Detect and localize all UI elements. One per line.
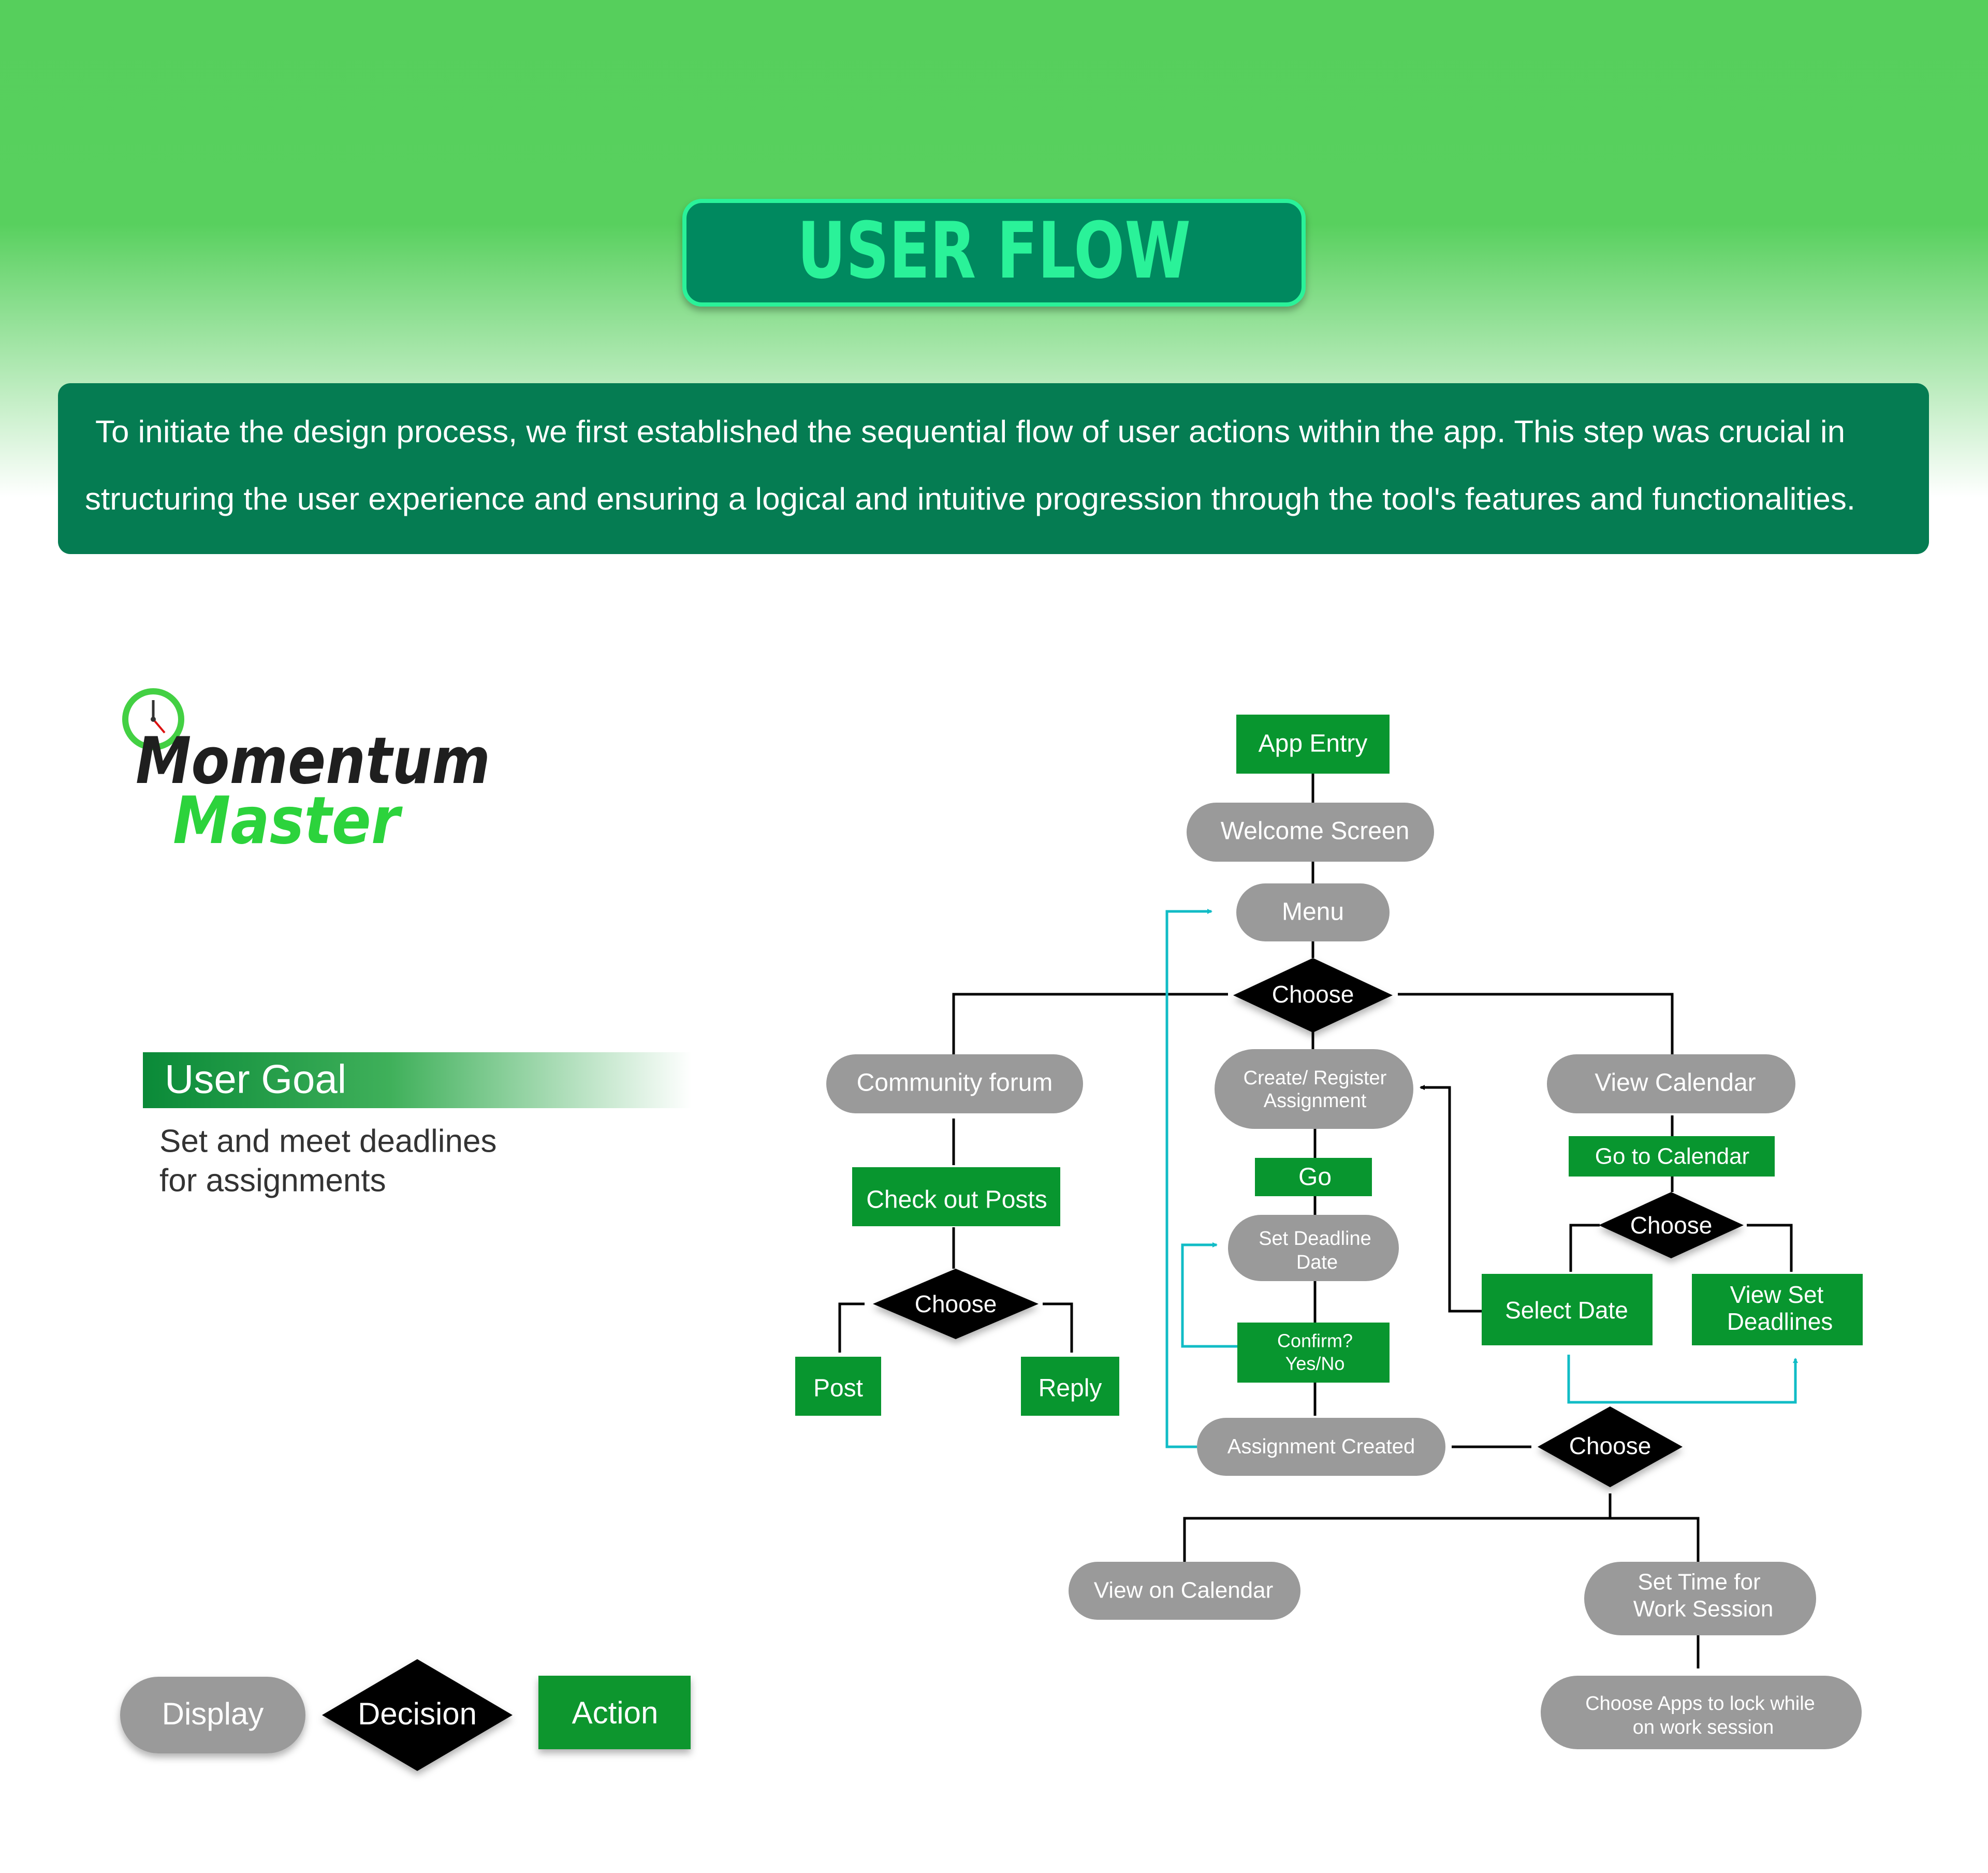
svg-text:Set Deadline: Set Deadline — [1259, 1228, 1371, 1250]
svg-text:Create/ Register: Create/ Register — [1244, 1067, 1387, 1089]
logo-line-2: Master — [173, 782, 403, 859]
intro-line-2: structuring the user experience and ensu… — [85, 482, 1855, 516]
cyan-connectors — [1165, 909, 1798, 1448]
node-welcome-screen[interactable]: Welcome Screen — [1187, 803, 1434, 862]
svg-text:Welcome Screen: Welcome Screen — [1221, 818, 1410, 845]
decision-choose-forum[interactable]: Choose — [873, 1269, 1039, 1339]
page-title: USER FLOW — [797, 206, 1191, 296]
decision-choose-after[interactable]: Choose — [1538, 1406, 1683, 1487]
node-set-deadline-date[interactable]: Set Deadline Date — [1228, 1215, 1399, 1281]
svg-text:Choose: Choose — [1569, 1432, 1651, 1459]
user-goal-heading: User Goal — [165, 1056, 346, 1102]
svg-text:Confirm?: Confirm? — [1277, 1330, 1353, 1352]
svg-text:Menu: Menu — [1282, 898, 1344, 926]
node-confirm[interactable]: Confirm? Yes/No — [1237, 1323, 1390, 1383]
svg-text:Select Date: Select Date — [1505, 1297, 1628, 1324]
legend-action-label: Action — [572, 1695, 659, 1730]
node-check-out-posts[interactable]: Check out Posts — [852, 1167, 1060, 1226]
svg-text:Go to Calendar: Go to Calendar — [1595, 1144, 1749, 1169]
node-menu[interactable]: Menu — [1236, 883, 1390, 941]
svg-text:Assignment: Assignment — [1264, 1090, 1367, 1112]
legend-decision: Decision — [322, 1659, 513, 1771]
user-goal-section: User Goal Set and meet deadlines for ass… — [143, 1052, 692, 1198]
node-choose-apps-lock[interactable]: Choose Apps to lock while on work sessio… — [1541, 1676, 1862, 1749]
legend: Display Decision Action — [120, 1659, 691, 1771]
node-assignment-created[interactable]: Assignment Created — [1197, 1418, 1445, 1476]
node-view-on-calendar[interactable]: View on Calendar — [1069, 1562, 1300, 1620]
svg-text:Community forum: Community forum — [857, 1069, 1053, 1097]
intro-line-1: To initiate the design process, we first… — [95, 414, 1845, 449]
svg-text:Yes/No: Yes/No — [1285, 1353, 1345, 1374]
logo-line-1: Momentum — [136, 724, 490, 798]
node-set-time-work-session[interactable]: Set Time for Work Session — [1584, 1562, 1816, 1635]
svg-text:Work Session: Work Session — [1633, 1596, 1774, 1622]
svg-text:Assignment Created: Assignment Created — [1227, 1435, 1415, 1458]
svg-text:View Set: View Set — [1730, 1281, 1824, 1308]
node-view-calendar[interactable]: View Calendar — [1547, 1054, 1795, 1113]
user-goal-text-1: Set and meet deadlines — [159, 1123, 496, 1159]
node-create-register-assignment[interactable]: Create/ Register Assignment — [1215, 1049, 1413, 1129]
svg-text:App Entry: App Entry — [1259, 730, 1368, 758]
node-go-to-calendar[interactable]: Go to Calendar — [1569, 1136, 1775, 1177]
svg-text:Reply: Reply — [1039, 1375, 1102, 1402]
legend-display-label: Display — [162, 1696, 264, 1731]
svg-text:on work session: on work session — [1633, 1717, 1774, 1738]
legend-decision-label: Decision — [358, 1696, 477, 1731]
connectors — [838, 774, 1793, 1668]
momentum-master-logo: Momentum Master — [122, 688, 490, 859]
decision-choose-calendar[interactable]: Choose — [1599, 1192, 1744, 1258]
svg-text:Choose: Choose — [1272, 981, 1354, 1008]
svg-text:Choose: Choose — [915, 1290, 997, 1317]
user-goal-text-2: for assignments — [159, 1163, 386, 1198]
node-app-entry[interactable]: App Entry — [1236, 715, 1390, 774]
node-post[interactable]: Post — [795, 1357, 881, 1416]
legend-display: Display — [120, 1677, 305, 1753]
intro-box: To initiate the design process, we first… — [58, 383, 1929, 554]
legend-action: Action — [538, 1676, 691, 1749]
svg-text:Choose: Choose — [1630, 1212, 1713, 1239]
svg-text:Set Time for: Set Time for — [1638, 1570, 1760, 1595]
decision-choose-main[interactable]: Choose — [1233, 958, 1393, 1033]
node-view-set-deadlines[interactable]: View Set Deadlines — [1692, 1274, 1863, 1345]
clock-icon — [122, 688, 184, 750]
svg-text:Choose Apps to lock while: Choose Apps to lock while — [1585, 1693, 1815, 1715]
svg-text:Deadlines: Deadlines — [1727, 1308, 1833, 1335]
title-pill: USER FLOW — [682, 199, 1306, 307]
node-community-forum[interactable]: Community forum — [826, 1054, 1083, 1113]
svg-text:Go: Go — [1298, 1164, 1332, 1191]
svg-text:Check out Posts: Check out Posts — [866, 1186, 1047, 1214]
node-reply[interactable]: Reply — [1021, 1357, 1119, 1416]
svg-text:View Calendar: View Calendar — [1595, 1069, 1756, 1097]
node-select-date[interactable]: Select Date — [1482, 1274, 1653, 1345]
svg-text:Date: Date — [1296, 1252, 1338, 1273]
node-go[interactable]: Go — [1255, 1158, 1372, 1196]
svg-text:Post: Post — [813, 1375, 863, 1402]
svg-text:View on Calendar: View on Calendar — [1094, 1578, 1274, 1603]
